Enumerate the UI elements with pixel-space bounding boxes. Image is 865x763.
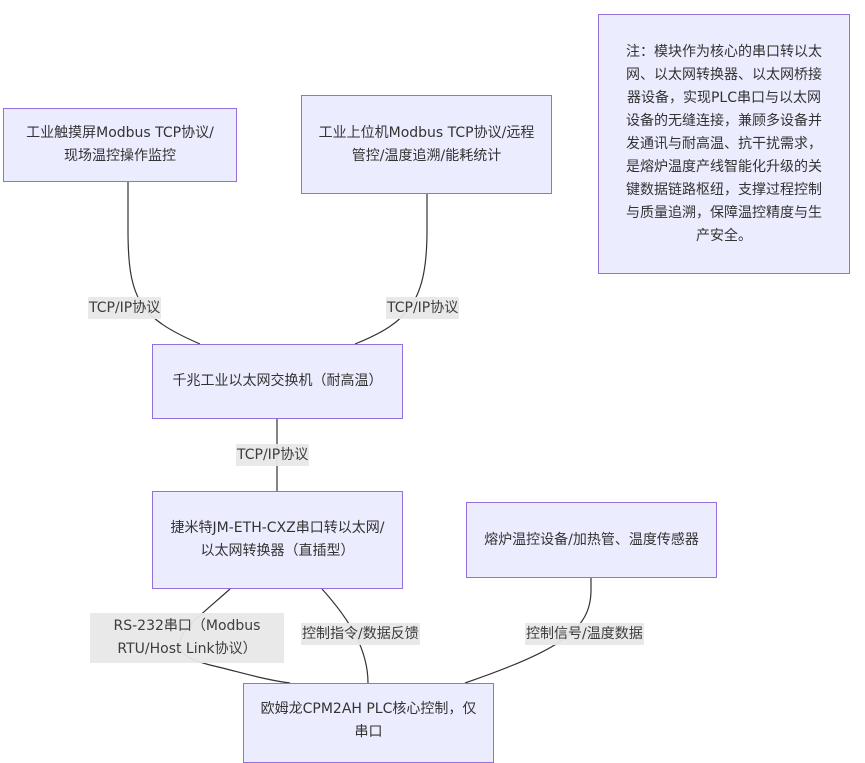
- node-plc-controller: 欧姆龙CPM2AH PLC核心控制，仅串口: [243, 683, 494, 763]
- note-box: 注：模块作为核心的串口转以太网、以太网转换器、以太网桥接器设备，实现PLC串口与…: [598, 14, 850, 274]
- node-furnace-temperature-equipment-label: 熔炉温控设备/加热管、温度传感器: [484, 531, 699, 548]
- node-touchscreen-label: 工业触摸屏Modbus TCP协议/现场温控操作监控: [26, 125, 214, 164]
- node-touchscreen: 工业触摸屏Modbus TCP协议/现场温控操作监控: [3, 108, 237, 182]
- edge-label-host-switch: TCP/IP协议: [386, 297, 460, 319]
- edge-label-converter-plc-control: 控制指令/数据反馈: [301, 623, 420, 645]
- node-serial-ethernet-converter: 捷米特JM-ETH-CXZ串口转以太网/以太网转换器（直插型）: [152, 491, 403, 589]
- node-ethernet-switch-label: 千兆工业以太网交换机（耐高温）: [172, 373, 383, 389]
- node-plc-controller-label: 欧姆龙CPM2AH PLC核心控制，仅串口: [260, 701, 477, 740]
- edge-label-touch-switch: TCP/IP协议: [88, 297, 162, 319]
- edge-label-converter-plc-rs232: RS-232串口（Modbus RTU/Host Link协议）: [90, 613, 284, 663]
- note-text: 注：模块作为核心的串口转以太网、以太网转换器、以太网桥接器设备，实现PLC串口与…: [626, 43, 822, 244]
- edge-touch-to-switch: [127, 182, 201, 345]
- node-host-computer-label: 工业上位机Modbus TCP协议/远程管控/温度追溯/能耗统计: [318, 124, 535, 164]
- node-ethernet-switch: 千兆工业以太网交换机（耐高温）: [152, 344, 403, 419]
- edge-label-furnace-plc: 控制信号/温度数据: [525, 623, 644, 645]
- edge-host-to-switch: [354, 194, 428, 345]
- node-host-computer: 工业上位机Modbus TCP协议/远程管控/温度追溯/能耗统计: [301, 95, 552, 194]
- edge-label-switch-converter: TCP/IP协议: [236, 444, 310, 466]
- node-furnace-temperature-equipment: 熔炉温控设备/加热管、温度传感器: [466, 502, 717, 578]
- node-serial-ethernet-converter-label: 捷米特JM-ETH-CXZ串口转以太网/以太网转换器（直插型）: [170, 520, 385, 559]
